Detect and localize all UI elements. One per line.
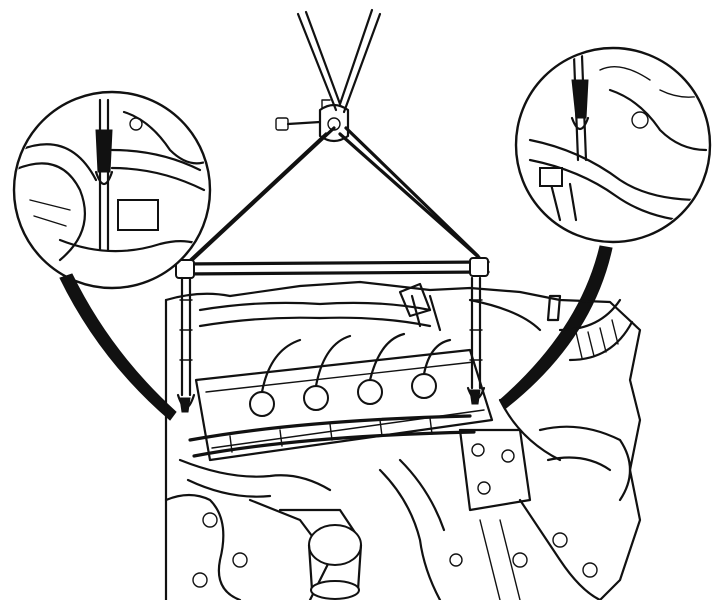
right-detail-leader: [499, 245, 613, 409]
right-hook-detail: [514, 46, 712, 244]
fuel-rail: [188, 414, 476, 458]
engine-assembly: [164, 280, 642, 600]
bolts: [192, 512, 598, 588]
lifting-sling: [175, 8, 490, 413]
left-hook-detail: [12, 90, 212, 290]
filter-canister: [307, 524, 363, 600]
left-chain: [176, 276, 196, 413]
left-detail-leader: [59, 273, 177, 421]
injector-row: [249, 332, 452, 417]
corrugated-hose: [558, 298, 634, 362]
fuel-pump: [458, 398, 562, 512]
crank-handle: [275, 99, 331, 131]
